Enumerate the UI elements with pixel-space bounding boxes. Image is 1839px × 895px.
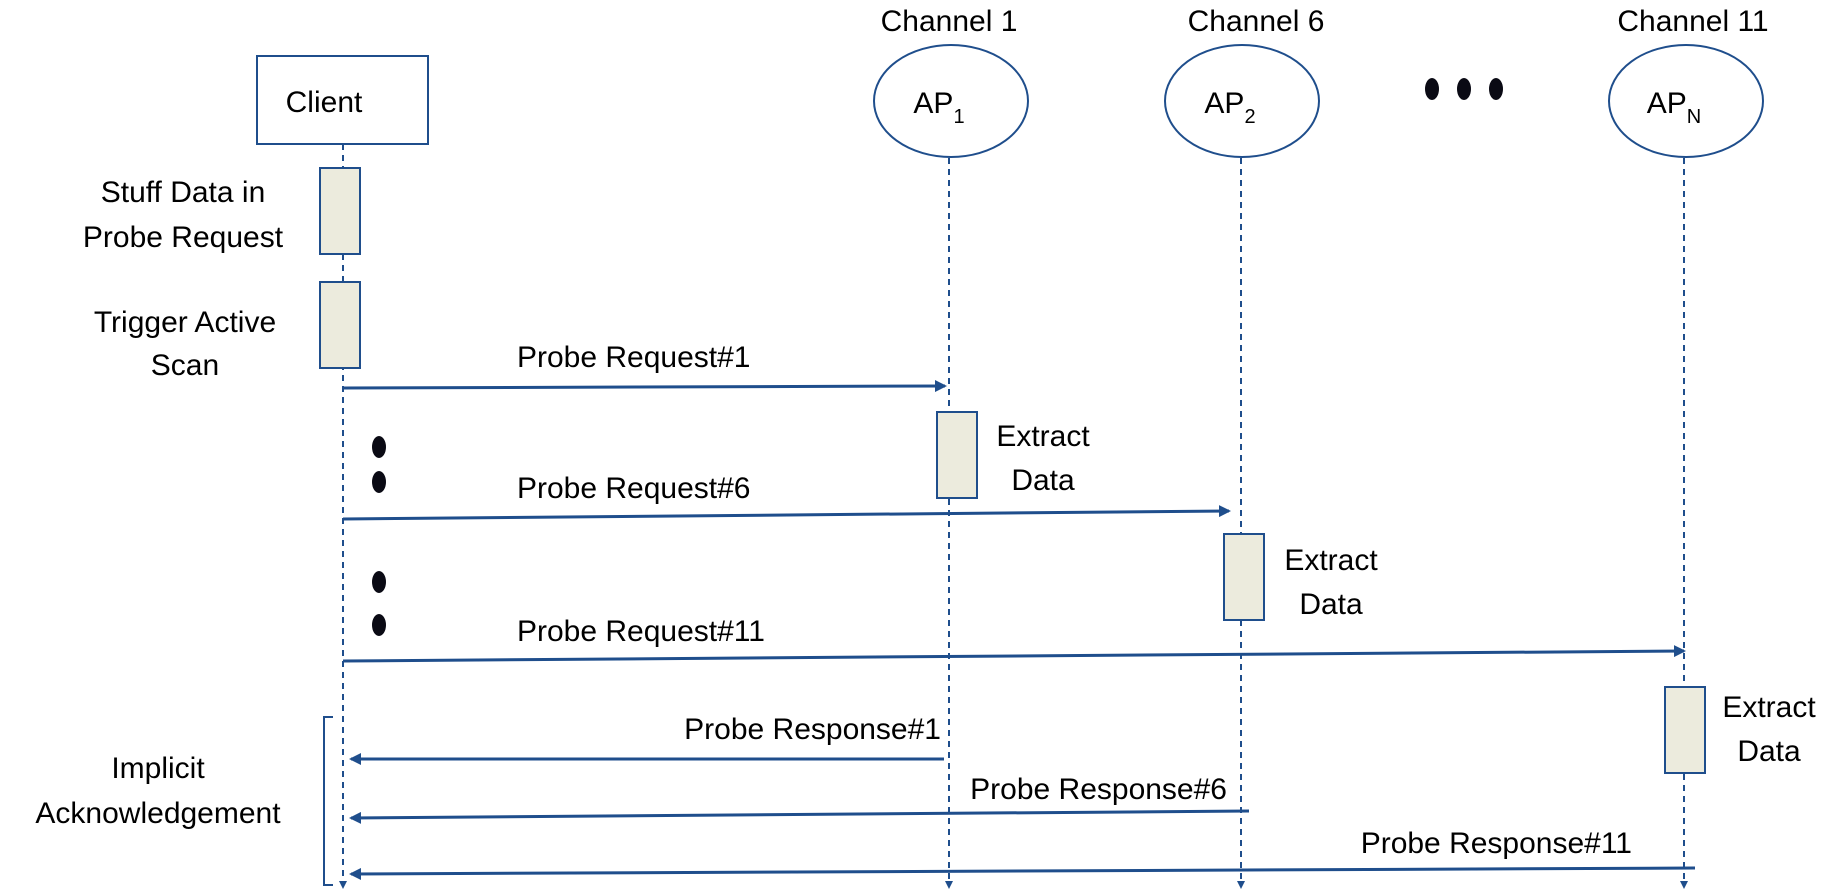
ap2-extract-label: Extract [1284,544,1378,577]
ap2-node [1164,44,1320,158]
probe-response-11-arrow [349,866,1696,880]
ap2-label: AP2 [1204,87,1255,128]
trigger-scan-activation [319,281,361,369]
ap1-extract-label: Extract [996,420,1090,453]
ap2-extract-activation [1223,533,1265,621]
trigger-scan-label-2: Scan [151,349,219,382]
implicit-acknowledgement-label-2: Acknowledgement [35,797,281,830]
probe-request-6-label: Probe Request#6 [517,472,751,505]
stuff-data-activation [319,167,361,255]
probe-request-11-label: Probe Request#11 [517,615,765,648]
probe-response-11-label: Probe Response#11 [1361,827,1632,860]
implicit-acknowledgement-label: Implicit [111,752,205,785]
probe-response-6-arrow [349,809,1250,824]
ap1-channel-label: Channel 1 [881,5,1018,38]
probe-request-11-arrow [342,645,1686,663]
client-label: Client [286,86,363,119]
probe-request-1-arrow [342,380,947,393]
probe-request-1-label: Probe Request#1 [517,341,751,374]
ap1-node [873,44,1029,158]
apn-extract-label-2: Data [1737,735,1801,768]
apn-extract-label: Extract [1722,691,1816,724]
probe-response-1-label: Probe Response#1 [684,713,941,746]
ap2-channel-label: Channel 6 [1188,5,1325,38]
apn-extract-activation [1664,686,1706,774]
apn-channel-label: Channel 11 [1617,5,1768,38]
apn-label: APN [1647,87,1701,128]
acknowledgement-brace [323,716,333,886]
client-box [256,55,429,145]
stuff-data-label-2: Probe Request [83,221,284,254]
more-aps-ellipsis [1425,78,1503,100]
probe-response-6-label: Probe Response#6 [970,773,1227,806]
ap1-label: AP1 [913,87,964,128]
stuff-data-label: Stuff Data in [101,176,266,209]
probe-request-6-arrow [342,505,1231,521]
trigger-scan-label: Trigger Active [94,306,276,339]
ap2-extract-label-2: Data [1299,588,1363,621]
ap1-extract-activation [936,411,978,499]
client-vertical-ellipsis-1 [372,436,386,493]
ap1-extract-label-2: Data [1011,464,1075,497]
client-vertical-ellipsis-2 [372,571,386,636]
apn-node [1608,44,1764,158]
